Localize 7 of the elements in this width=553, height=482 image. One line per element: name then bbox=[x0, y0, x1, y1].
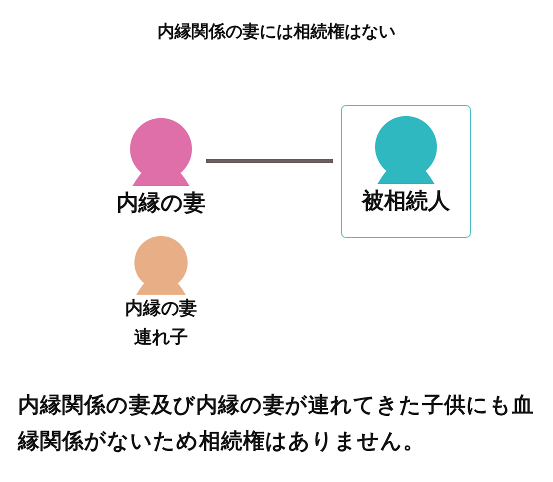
connector-line bbox=[206, 159, 333, 163]
person-box bbox=[341, 105, 471, 238]
title: 内縁関係の妻には相続権はない bbox=[156, 21, 396, 43]
person-label: 内縁の妻 bbox=[116, 190, 206, 218]
person-label: 内縁の妻連れ子 bbox=[125, 296, 197, 350]
note-text: 内縁関係の妻及び内縁の妻が連れてきた子供にも血縁関係がないため相続権はありません。 bbox=[18, 392, 534, 456]
person-label: 被相続人 bbox=[360, 188, 451, 216]
